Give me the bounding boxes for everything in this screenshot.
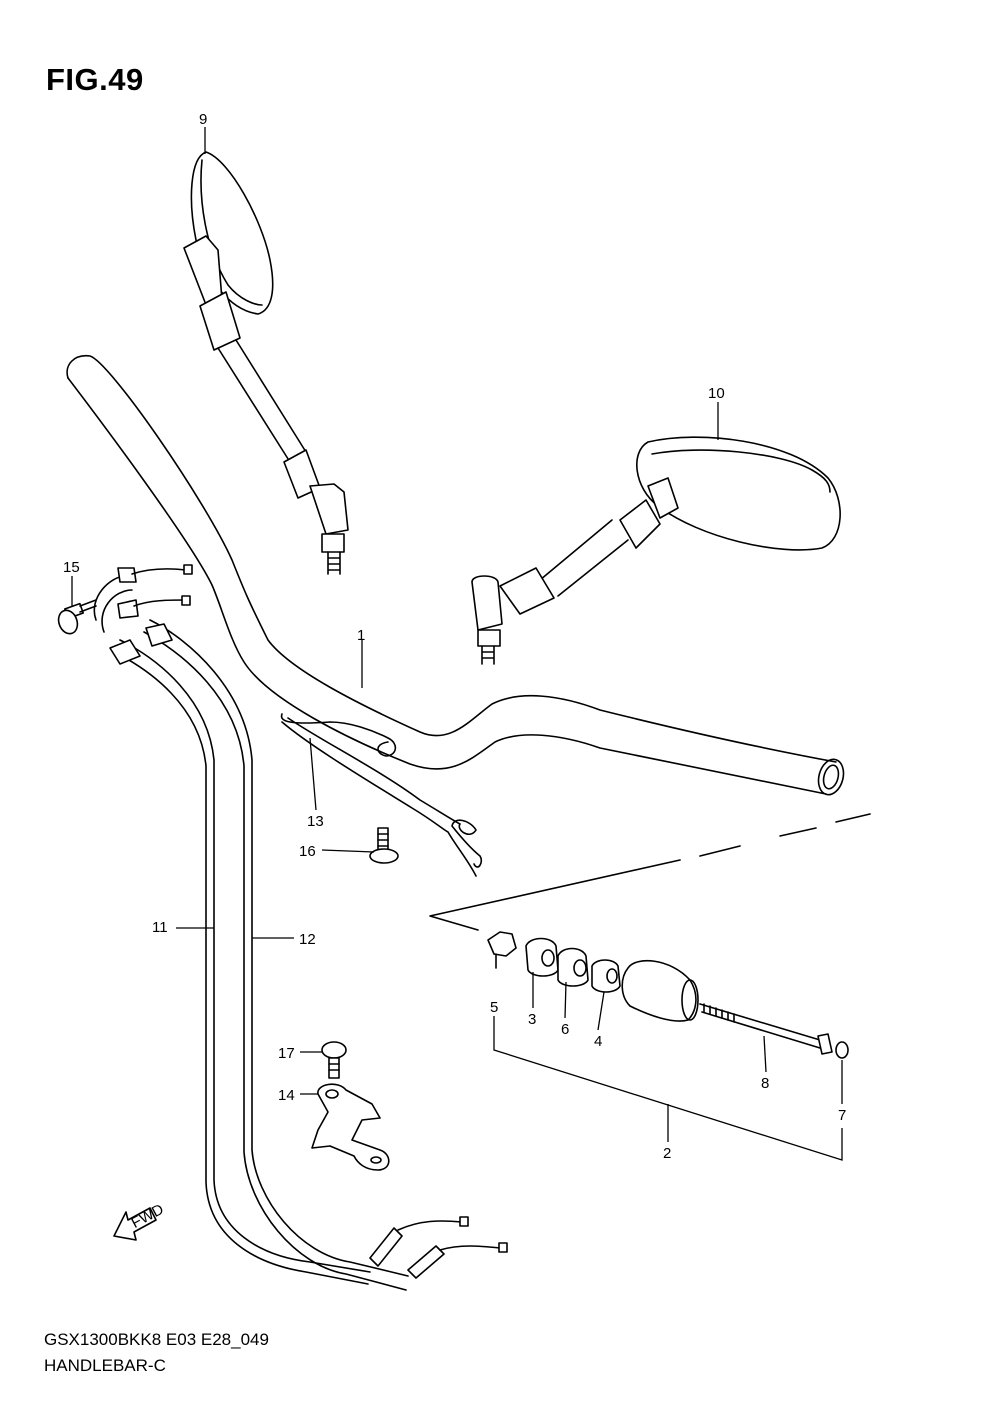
callout-9: 9 xyxy=(199,111,207,128)
callout-3: 3 xyxy=(528,1011,536,1028)
mirror-left[interactable] xyxy=(183,151,349,575)
model-code: GSX1300BKK8 E03 E28_049 xyxy=(44,1330,269,1349)
section-name: HANDLEBAR-C xyxy=(44,1356,166,1375)
callout-12: 12 xyxy=(299,931,316,948)
callout-5: 5 xyxy=(490,999,498,1016)
callout-16: 16 xyxy=(299,843,316,860)
callout-14: 14 xyxy=(278,1087,295,1104)
callout-13: 13 xyxy=(307,813,324,830)
handlebar[interactable] xyxy=(66,355,847,798)
callout-4: 4 xyxy=(594,1033,602,1050)
screw-17[interactable] xyxy=(321,1041,347,1079)
callout-6: 6 xyxy=(561,1021,569,1038)
screw-16[interactable] xyxy=(369,827,399,864)
cable-guide-wire[interactable] xyxy=(280,713,483,877)
callout-1: 1 xyxy=(357,627,365,644)
fwd-direction-arrow: FWD xyxy=(113,1201,167,1241)
bar-end-weight-set[interactable] xyxy=(429,813,871,1059)
callout-labels: 9 10 1 15 13 16 11 12 17 14 5 3 6 4 8 7 … xyxy=(63,111,846,1162)
cable-clamp-14[interactable] xyxy=(311,1083,390,1171)
mirror-right[interactable] xyxy=(471,436,841,665)
leader-lines xyxy=(71,127,843,1161)
screw-15[interactable] xyxy=(55,599,97,636)
callout-11: 11 xyxy=(152,919,168,936)
callout-7: 7 xyxy=(838,1107,846,1124)
callout-10: 10 xyxy=(708,385,725,402)
callout-17: 17 xyxy=(278,1045,295,1062)
figure-title: FIG.49 xyxy=(46,62,144,97)
fwd-label: FWD xyxy=(128,1201,166,1232)
throttle-cables[interactable] xyxy=(93,564,508,1291)
callout-15: 15 xyxy=(63,559,80,576)
callout-2: 2 xyxy=(663,1145,671,1162)
callout-8: 8 xyxy=(761,1075,769,1092)
